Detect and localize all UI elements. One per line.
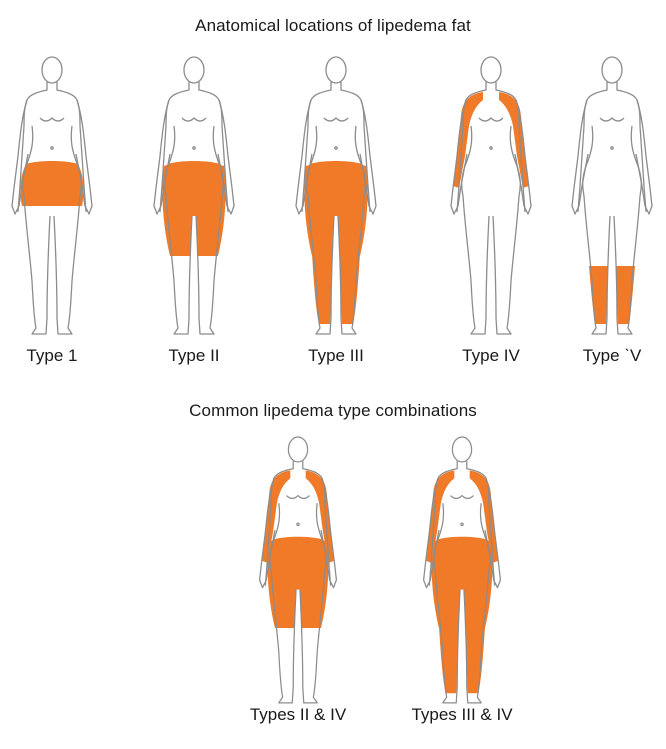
type-figure-3 (296, 57, 376, 334)
fat-region-thighs (162, 162, 225, 257)
type-label-4: Type IV (462, 346, 520, 366)
fat-region-thighs (304, 162, 367, 257)
type-figure-5 (572, 57, 652, 334)
fat-region-calves (589, 266, 635, 324)
fat-region-lower-legs (312, 254, 360, 324)
fat-region-thighs (432, 537, 493, 628)
combination-label-1: Types II & IV (250, 705, 346, 725)
combination-figure-1 (260, 437, 337, 703)
fat-region-lower-legs (439, 626, 485, 693)
type-label-1: Type 1 (26, 346, 77, 366)
body-outline (572, 57, 652, 334)
type-figure-2 (154, 57, 234, 334)
combination-figures-row (260, 437, 501, 703)
fat-region-thighs (268, 537, 329, 628)
fat-region-hips (20, 161, 83, 206)
combinations-heading: Common lipedema type combinations (0, 401, 666, 421)
type-label-3: Type III (308, 346, 364, 366)
type-label-5: Type ˋV (583, 346, 642, 366)
combination-label-2: Types III & IV (411, 705, 512, 725)
type-figures-row (12, 57, 652, 334)
type-figure-4 (451, 57, 531, 334)
combination-figure-2 (424, 437, 501, 703)
type-label-2: Type II (168, 346, 219, 366)
type-figure-1 (12, 57, 92, 334)
body-outline (451, 57, 531, 334)
